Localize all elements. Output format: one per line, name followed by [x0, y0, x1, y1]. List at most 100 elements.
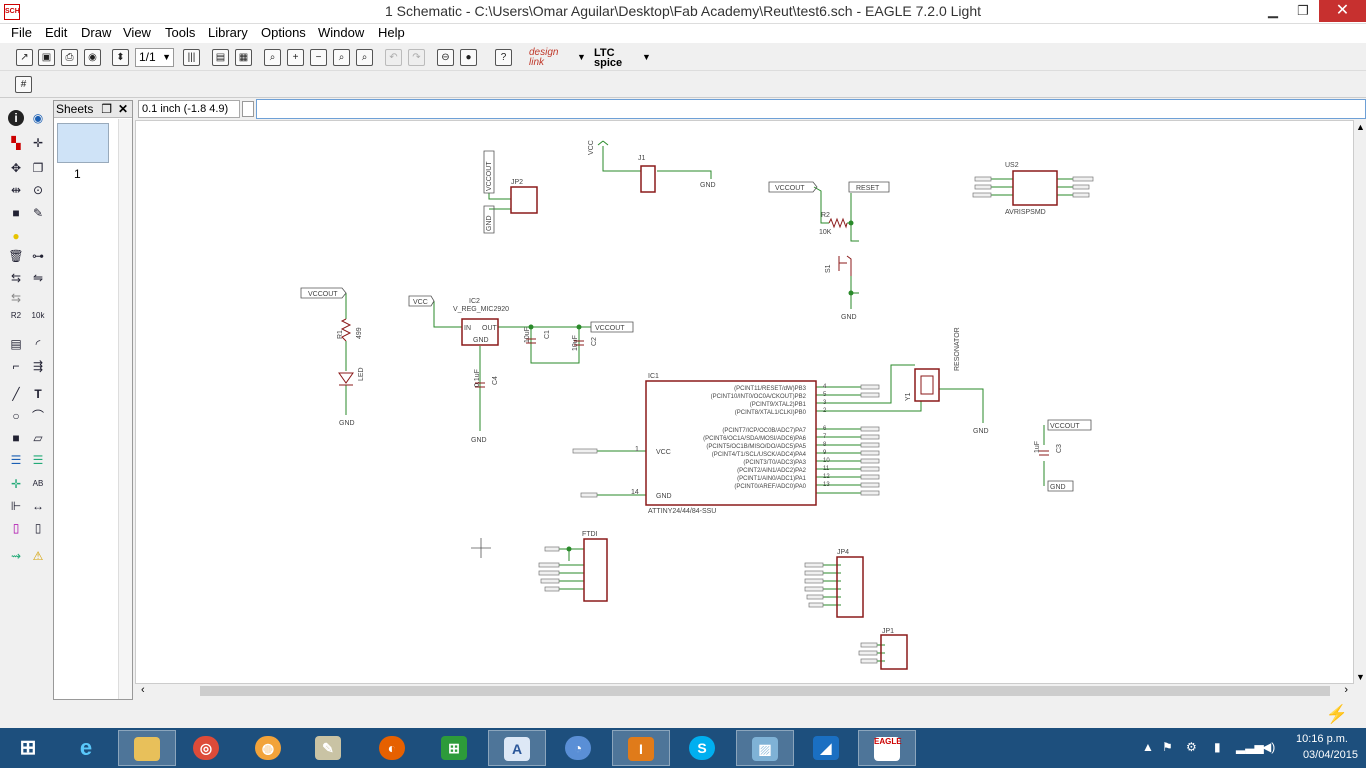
info-icon[interactable]: i — [8, 110, 24, 126]
taskbar-firefox[interactable]: ◐ — [364, 730, 422, 766]
frame-icon[interactable]: ▯ — [12, 521, 20, 535]
open-icon[interactable]: ↗ — [16, 49, 33, 66]
volume-icon[interactable]: ◀) — [1262, 740, 1276, 754]
warning-icon[interactable]: ⚠ — [32, 549, 44, 563]
ltc-spice-dropdown-icon[interactable]: ▼ — [642, 52, 651, 62]
paste-icon[interactable]: ● — [12, 229, 20, 243]
scroll-right-icon[interactable]: › — [1344, 684, 1348, 696]
scroll-down-icon[interactable]: ▼ — [1356, 672, 1365, 682]
stop-icon[interactable]: ⊖ — [437, 49, 454, 66]
maximize-button[interactable]: ❐ — [1297, 3, 1309, 18]
taskbar-ie[interactable]: e — [58, 730, 116, 766]
menu-tools[interactable]: Tools — [165, 25, 196, 40]
taskbar-word[interactable]: A — [488, 730, 546, 766]
taskbar-chrome[interactable]: ◎ — [178, 730, 236, 766]
sheet-icon[interactable]: ⬍ — [112, 49, 129, 66]
menu-file[interactable]: File — [11, 25, 32, 40]
vertical-scrollbar[interactable]: ▲ ▼ — [1354, 120, 1366, 684]
bars-icon[interactable]: ||| — [183, 49, 200, 66]
dimension-icon[interactable]: ↔ — [32, 499, 44, 513]
invoke-icon[interactable]: ⇶ — [32, 359, 44, 373]
close-panel-icon[interactable]: ✕ — [117, 102, 128, 116]
brd-icon[interactable]: ▦ — [235, 49, 252, 66]
design-link-dropdown-icon[interactable]: ▼ — [577, 52, 586, 62]
network-tray-icon[interactable]: ⚙ — [1186, 740, 1197, 754]
sheet-thumbnail[interactable] — [57, 123, 109, 163]
start-button[interactable]: ⊞ — [0, 730, 58, 766]
miter-icon[interactable]: ◜ — [35, 337, 41, 351]
name-icon[interactable]: R2 — [8, 312, 24, 328]
zoom-redraw-icon[interactable]: ⌕ — [333, 49, 350, 66]
sch-icon[interactable]: ▤ — [212, 49, 229, 66]
taskbar-app-9[interactable]: ◔ — [550, 730, 608, 766]
circle-icon[interactable]: ○ — [12, 409, 20, 423]
scroll-up-icon[interactable]: ▲ — [1356, 122, 1365, 132]
zoom-fit-icon[interactable]: ⌕ — [264, 49, 281, 66]
go-status-icon[interactable]: ⚡ — [1325, 704, 1348, 724]
replace-icon[interactable]: ⇋ — [32, 271, 44, 285]
flag-icon[interactable]: ⚑ — [1162, 740, 1173, 754]
tray-arrow-icon[interactable]: ▲ — [1142, 740, 1154, 754]
taskbar-skype[interactable]: S — [674, 730, 732, 766]
arc-icon[interactable]: ⌒ — [31, 409, 44, 423]
net-icon[interactable]: ☰ — [32, 453, 44, 467]
group-icon[interactable]: ■ — [12, 206, 20, 220]
schematic-canvas[interactable]: VCC J1 GND JP2 VCCOUT GND VCCOUT RESET R… — [135, 120, 1354, 684]
pinswap-icon[interactable]: ⇆ — [10, 271, 22, 285]
bus-icon[interactable]: ☰ — [10, 453, 22, 467]
copy-icon[interactable]: ❐ — [32, 161, 44, 175]
menu-help[interactable]: Help — [378, 25, 405, 40]
delete-icon[interactable]: 🗑 — [8, 249, 24, 263]
value-icon[interactable]: 10k — [30, 312, 46, 328]
add-icon[interactable]: ⊶ — [32, 249, 44, 263]
redo-icon[interactable]: ↷ — [408, 49, 425, 66]
taskbar-inventor[interactable]: I — [612, 730, 670, 766]
split-icon[interactable]: ⌐ — [12, 359, 20, 373]
label-icon[interactable]: AB — [30, 476, 46, 492]
taskbar-store[interactable]: ⊞ — [426, 730, 484, 766]
sheets-scrollbar[interactable] — [118, 119, 132, 699]
menu-library[interactable]: Library — [208, 25, 248, 40]
junction-icon[interactable]: ✛ — [10, 477, 22, 491]
save-icon[interactable]: ▣ — [38, 49, 55, 66]
clock-date[interactable]: 03/04/2015 — [1302, 749, 1358, 761]
grid-icon[interactable]: # — [15, 76, 32, 93]
rect-icon[interactable]: ■ — [12, 431, 20, 445]
undo-icon[interactable]: ↶ — [385, 49, 402, 66]
help-icon[interactable]: ? — [495, 49, 512, 66]
erc-icon[interactable]: ⇝ — [10, 549, 22, 563]
taskbar-app-5[interactable]: ✎ — [300, 730, 358, 766]
taskbar-app-4[interactable]: ◍ — [240, 730, 298, 766]
ripup-icon[interactable]: ▯ — [34, 521, 42, 535]
change-icon[interactable]: ✎ — [32, 206, 44, 220]
gateswap-icon[interactable]: ⇆ — [10, 291, 22, 305]
horizontal-scrollbar[interactable]: ‹ › — [135, 684, 1354, 698]
coordinate-toggle[interactable] — [242, 101, 254, 117]
horizontal-scroll-thumb[interactable] — [200, 686, 1330, 696]
close-button[interactable]: ✕ — [1319, 0, 1366, 22]
scroll-left-icon[interactable]: ‹ — [141, 684, 145, 696]
print-icon[interactable]: ⎙ — [61, 49, 78, 66]
clock-time[interactable]: 10:16 p.m. — [1296, 733, 1348, 745]
smash-icon[interactable]: ▤ — [10, 337, 22, 351]
mirror-icon[interactable]: ⇹ — [10, 183, 22, 197]
taskbar-explorer[interactable] — [118, 730, 176, 766]
zoom-out-icon[interactable]: − — [310, 49, 327, 66]
menu-draw[interactable]: Draw — [81, 25, 112, 40]
taskbar-eagle[interactable]: EAGLE — [858, 730, 916, 766]
zoom-in-icon[interactable]: + — [287, 49, 304, 66]
battery-icon[interactable]: ▮ — [1214, 740, 1221, 754]
attribute-icon[interactable]: ⊩ — [10, 499, 22, 513]
menu-window[interactable]: Window — [318, 25, 365, 40]
menu-edit[interactable]: Edit — [45, 25, 68, 40]
mark-icon[interactable]: ✛ — [32, 136, 44, 150]
display-icon[interactable]: ▚ — [11, 136, 21, 150]
ltc-spice-button[interactable]: LTC spice — [594, 47, 623, 69]
move-icon[interactable]: ✥ — [10, 161, 22, 175]
polygon-icon[interactable]: ▱ — [33, 431, 43, 445]
taskbar-photos[interactable]: ▨ — [736, 730, 794, 766]
rotate-icon[interactable]: ⊙ — [32, 183, 44, 197]
menu-view[interactable]: View — [123, 25, 151, 40]
show-icon[interactable]: ◉ — [32, 111, 44, 125]
command-input[interactable] — [256, 99, 1366, 119]
